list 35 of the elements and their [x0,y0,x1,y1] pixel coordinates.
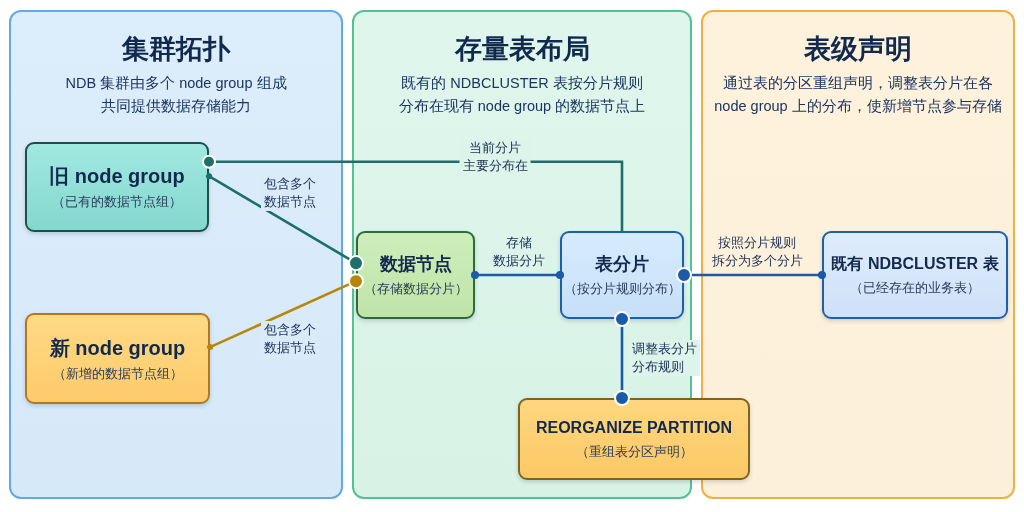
process-box [518,398,750,480]
node-subtitle: （存储数据分片） [363,281,468,298]
node-subtitle: （已有的数据节点组） [52,194,182,211]
node-subtitle: （新增的数据节点组） [52,365,183,383]
process-box [356,231,475,319]
connector [206,173,364,272]
process-box [822,231,1008,319]
panel-heading: 存量表布局 [454,33,590,66]
section-panel [9,10,343,499]
connector [676,267,826,283]
process-box [560,231,684,319]
node-subtitle: （已经存在的业务表） [850,279,980,296]
panel-description: 既有的 NDBCLUSTER 表按分片规则分布在现有 node group 的数据节点上 [398,74,646,116]
edge-label: 存储数据分片 [490,234,548,270]
panel-description: NDB 集群由多个 node group 组成共同提供数据存储能力 [65,74,287,116]
process-box [25,313,210,404]
node-title: 数据节点 [379,252,452,276]
connector [471,271,564,279]
node-title: 旧 node group [49,164,185,190]
node-title: 既有 NDBCLUSTER 表 [831,253,999,274]
process-box [25,142,209,232]
node-title: 新 node group [49,335,186,361]
node-title: 表分片 [595,252,649,276]
node-title: REORGANIZE PARTITION [535,417,733,438]
edge-label: 包含多个数据节点 [261,175,319,211]
connector [207,273,364,351]
edge-label: 包含多个数据节点 [261,321,319,357]
panel-heading: 表级声明 [804,33,912,66]
edge-label: 当前分片主要分布在 [459,139,531,175]
connector [614,311,630,406]
node-subtitle: （重组表分区声明） [575,443,693,460]
panel-description: 通过表的分区重组声明，调整表分片在各 node group 上的分布，使新增节点参与存储 [714,74,1002,116]
edge-label: 调整表分片分布规则 [629,340,700,376]
panel-heading: 集群拓扑 [122,33,230,66]
node-subtitle: （按分片规则分布） [563,281,681,298]
